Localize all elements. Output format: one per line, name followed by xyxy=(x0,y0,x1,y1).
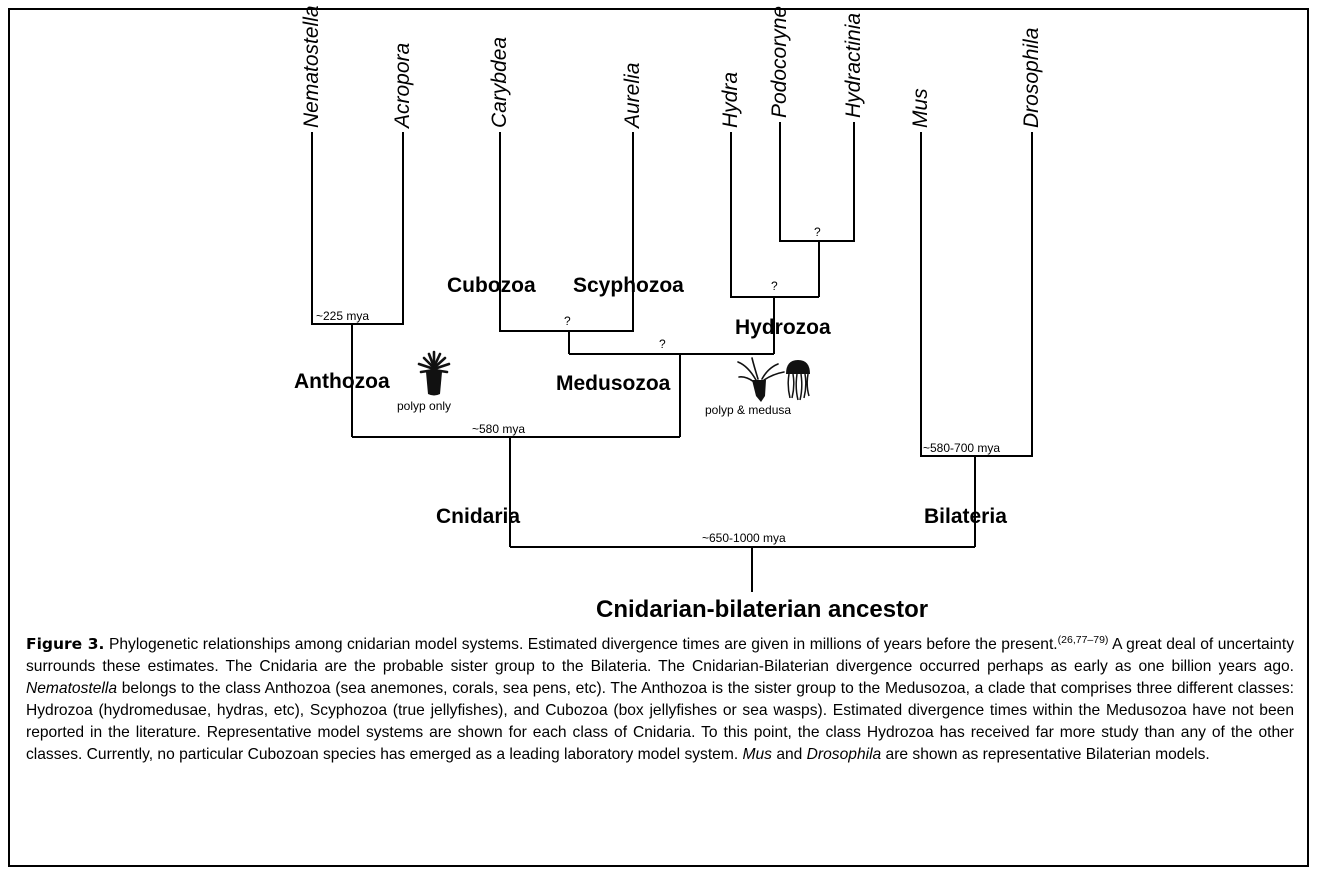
caption-italic-taxon: Mus xyxy=(742,746,772,763)
note-polyp-only: polyp only xyxy=(397,399,451,413)
taxon-label-podocoryne: Podocoryne xyxy=(768,6,791,118)
caption-text: Phylogenetic relationships among cnidari… xyxy=(104,636,1058,653)
unknown-marker-cubozoa-scyphozoa: ? xyxy=(564,314,571,328)
branch-bilateria xyxy=(920,132,1033,457)
unknown-marker-podocoryne-hydractinia: ? xyxy=(814,225,821,239)
divergence-time-anthozoa: ~225 mya xyxy=(316,309,369,323)
phylogenetic-tree: Nematostella Acropora Carybdea Aurelia H… xyxy=(294,5,1043,623)
taxon-label-mus: Mus xyxy=(909,88,932,128)
taxon-label-aurelia: Aurelia xyxy=(621,63,644,130)
branch-cubozoa-scyphozoa xyxy=(499,132,634,332)
caption-citation: (26,77–79) xyxy=(1057,633,1109,646)
divergence-time-bilateria: ~580-700 mya xyxy=(923,441,1000,455)
divergence-time-root: ~650-1000 mya xyxy=(702,531,786,545)
jellyfish-icon xyxy=(786,360,810,401)
unknown-marker-medusozoa: ? xyxy=(659,337,666,351)
divergence-time-cnidaria: ~580 mya xyxy=(472,422,525,436)
caption-italic-taxon: Drosophila xyxy=(806,746,882,763)
taxon-label-acropora: Acropora xyxy=(391,43,414,130)
figure-caption: Figure 3. Phylogenetic relationships amo… xyxy=(26,633,1294,766)
note-polyp-medusa: polyp & medusa xyxy=(705,403,791,417)
taxon-label-nematostella: Nematostella xyxy=(300,5,323,128)
clade-label-scyphozoa: Scyphozoa xyxy=(573,274,684,297)
taxon-label-drosophila: Drosophila xyxy=(1020,28,1043,128)
unknown-marker-hydrozoa: ? xyxy=(771,279,778,293)
caption-label: Figure 3. xyxy=(26,635,105,653)
clade-label-anthozoa: Anthozoa xyxy=(294,370,390,393)
clade-label-hydrozoa: Hydrozoa xyxy=(735,316,831,339)
clade-label-medusozoa: Medusozoa xyxy=(556,372,671,395)
clade-label-bilateria: Bilateria xyxy=(924,505,1007,528)
caption-text: and xyxy=(771,746,807,763)
caption-text: A great deal of uncertainty surrounds th… xyxy=(26,636,1294,675)
branch-hydra xyxy=(730,132,819,298)
sea-anemone-icon xyxy=(417,350,451,396)
caption-italic-taxon: Nematostella xyxy=(26,680,118,697)
caption-text: are shown as representative Bilaterian m… xyxy=(881,746,1210,763)
figure-frame xyxy=(8,8,1309,867)
branch-podocoryne-hydractinia xyxy=(779,122,855,242)
taxon-label-carybdea: Carybdea xyxy=(488,37,511,128)
branch-anthozoa xyxy=(311,132,404,325)
caption-text: belongs to the class Anthozoa (sea anemo… xyxy=(26,680,1294,763)
taxon-label-hydractinia: Hydractinia xyxy=(842,13,865,118)
taxon-label-hydra: Hydra xyxy=(719,72,742,128)
clade-label-cubozoa: Cubozoa xyxy=(447,274,536,297)
clade-label-cnidaria: Cnidaria xyxy=(436,505,520,528)
root-label: Cnidarian-bilaterian ancestor xyxy=(596,596,928,623)
hydroid-polyp-icon xyxy=(737,357,785,402)
tree-branches xyxy=(311,122,1033,592)
